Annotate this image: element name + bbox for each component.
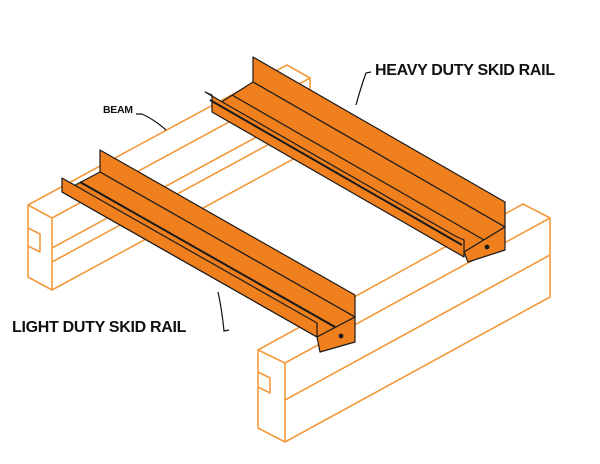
heavy-duty-skid-rail [204,56,506,263]
front-beam [257,203,551,443]
beam-leader-line [136,113,167,131]
light-duty-skid-rail-label: LIGHT DUTY SKID RAIL [12,319,187,336]
light-leader-line [217,291,230,332]
heavy-leader-line [355,71,372,106]
light-duty-skid-rail [61,149,356,353]
beam-label: BEAM [103,104,133,116]
heavy-duty-skid-rail-label: HEAVY DUTY SKID RAIL [375,62,555,79]
